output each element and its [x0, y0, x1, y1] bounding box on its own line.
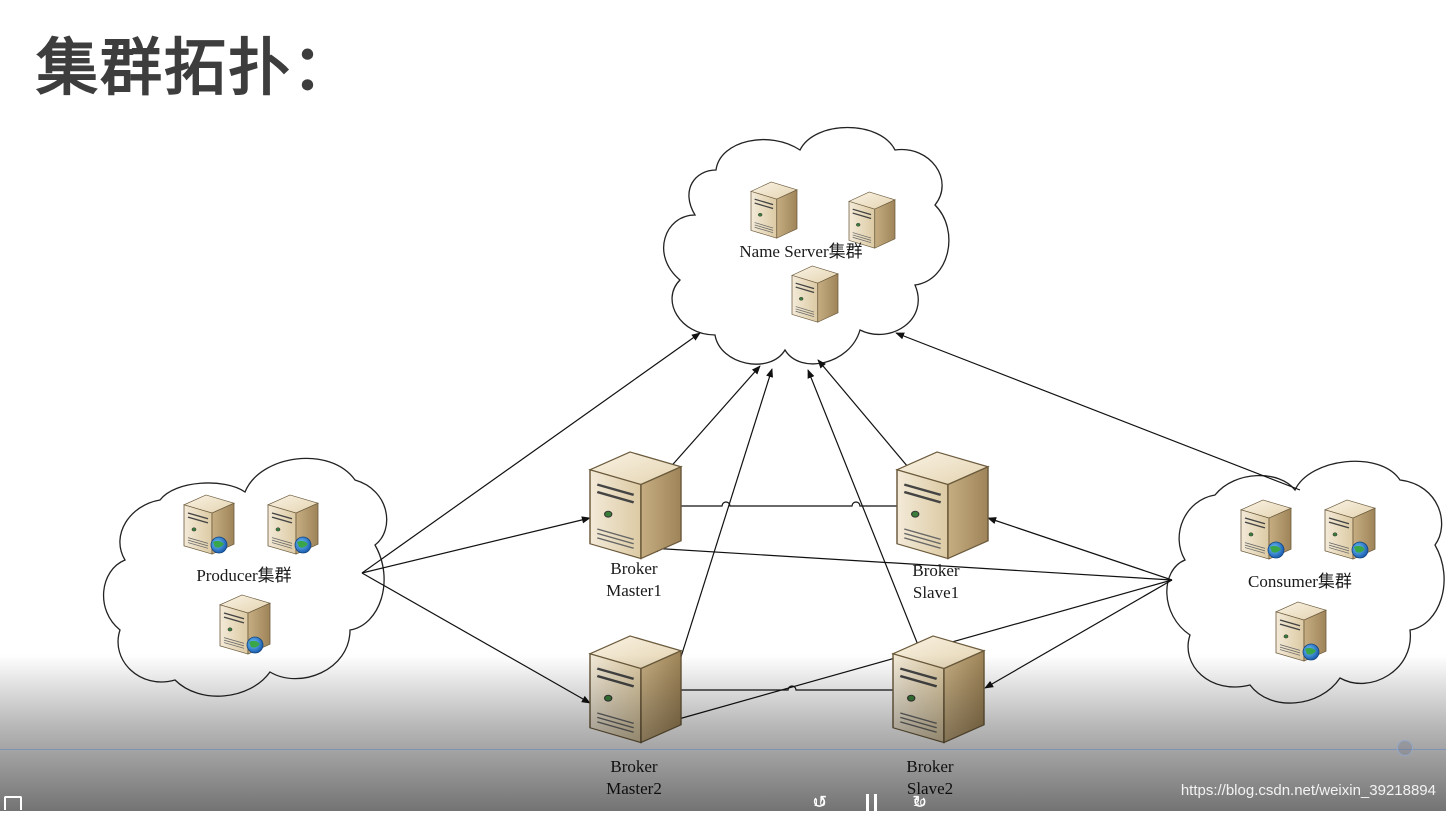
broker-slave2-label-line1: Broker — [906, 757, 954, 776]
progress-track[interactable] — [0, 749, 1446, 750]
broker-master1-label-line1: Broker — [610, 559, 658, 578]
master2-to-nameserver-line — [679, 368, 773, 661]
slave2-to-nameserver-line — [807, 369, 921, 651]
forward-seconds: 30 — [913, 798, 926, 809]
server-icon — [848, 191, 896, 249]
rewind-icon[interactable]: ↺10 — [812, 792, 828, 813]
broker-slave2: Broker Slave2 — [891, 634, 986, 798]
producer-servers: Producer集群 — [183, 494, 319, 655]
server-icon — [895, 450, 990, 561]
producer-to-master2-line — [361, 572, 591, 704]
web-server-icon — [1275, 601, 1327, 662]
forward-icon[interactable]: ↻30 — [912, 792, 928, 813]
broker-master2-label-line2: Master2 — [606, 779, 662, 798]
pause-icon[interactable] — [866, 794, 878, 812]
broker-slave1-label-line1: Broker — [912, 561, 960, 580]
consumer-to-slave1-line — [987, 517, 1173, 581]
web-server-icon — [183, 494, 235, 555]
consumer-to-master1-line — [649, 544, 1173, 581]
rewind-seconds: 10 — [813, 798, 826, 809]
server-icon — [588, 450, 683, 561]
connection-lines — [361, 332, 1301, 724]
watermark-text: https://blog.csdn.net/weixin_39218894 — [1180, 782, 1436, 799]
server-icon — [588, 634, 683, 745]
broker-master2-label-line1: Broker — [610, 757, 658, 776]
name-server-cloud — [663, 126, 950, 365]
master1-to-slave1-line — [636, 501, 943, 510]
name-server-label: Name Server集群 — [739, 242, 862, 261]
name-server-servers: Name Server集群 — [739, 181, 896, 323]
pause-bar-right — [874, 794, 877, 812]
broker-master1-label-line2: Master1 — [606, 581, 662, 600]
broker-slave1-label-line2: Slave1 — [913, 583, 959, 602]
pause-bar-left — [866, 794, 869, 812]
consumer-to-nameserver-line — [895, 332, 1301, 491]
consumer-label: Consumer集群 — [1248, 572, 1352, 591]
server-icon — [791, 265, 839, 323]
server-icon — [750, 181, 798, 239]
producer-label: Producer集群 — [196, 566, 291, 585]
captions-icon[interactable] — [4, 796, 22, 810]
producer-to-master1-line — [361, 516, 591, 574]
producer-to-nameserver-line — [361, 332, 701, 574]
web-server-icon — [1240, 499, 1292, 560]
broker-slave1: Broker Slave1 — [895, 450, 990, 602]
web-server-icon — [1324, 499, 1376, 560]
progress-knob[interactable] — [1397, 740, 1413, 756]
consumer-to-slave2-line — [984, 579, 1173, 689]
web-server-icon — [219, 594, 271, 655]
web-server-icon — [267, 494, 319, 555]
server-icon — [891, 634, 986, 745]
broker-master1: Broker Master1 — [588, 450, 683, 600]
broker-master2: Broker Master2 — [588, 634, 683, 798]
page-title: 集群拓扑： — [36, 31, 357, 104]
